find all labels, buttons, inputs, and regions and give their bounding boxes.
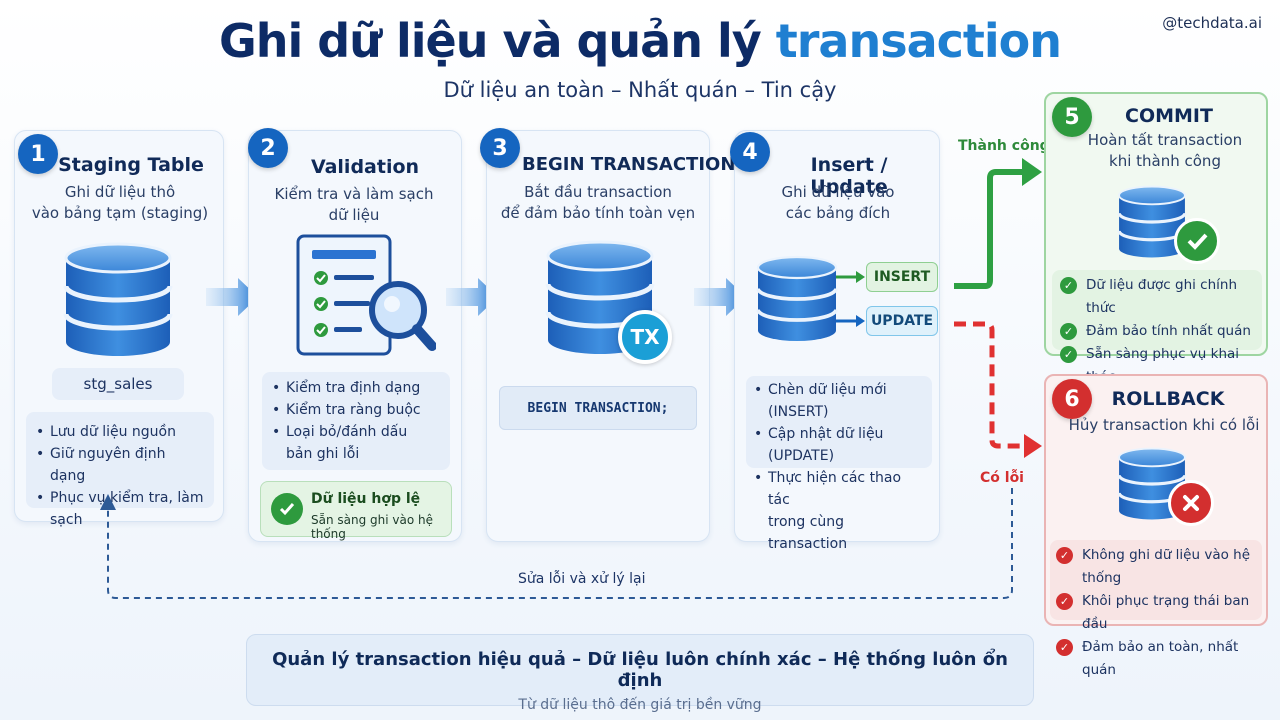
error-label: Có lỗi [980, 470, 1024, 486]
code-block: BEGIN TRANSACTION; [499, 386, 697, 430]
step-title: Insert / Update [810, 154, 888, 198]
page-subtitle: Dữ liệu an toàn – Nhất quán – Tin cậy [443, 78, 837, 102]
step-number-badge: 2 [248, 128, 288, 168]
table-name-label: stg_sales [52, 368, 184, 400]
step-title: BEGIN TRANSACTION [522, 154, 736, 175]
footer-banner: Quản lý transaction hiệu quả – Dữ liệu l… [246, 634, 1034, 713]
step-number-badge: 1 [18, 134, 58, 174]
update-tag: UPDATE [866, 306, 938, 336]
valid-desc: Sẵn sàng ghi vào hệ thống [311, 513, 434, 541]
list-item: Phục vụ kiểm tra, làm sạch [36, 487, 204, 531]
check-icon: ✓ [1056, 639, 1073, 656]
step-number-badge: 3 [480, 128, 520, 168]
flow-arrow [206, 278, 258, 316]
step-bullets-panel: Chèn dữ liệu mới (INSERT) Cập nhật dữ li… [746, 376, 932, 552]
error-x-icon [1168, 480, 1214, 526]
step-title: Staging Table [58, 154, 204, 176]
step-bullets-panel: Lưu dữ liệu nguồn Giữ nguyên định dạng P… [26, 412, 214, 528]
step-title: Validation [310, 156, 420, 178]
list-item: Cập nhật dữ liệu (UPDATE) [754, 423, 924, 467]
step-desc: Bắt đầu transaction để đảm bảo tính toàn… [500, 183, 696, 222]
step-number-badge: 6 [1052, 379, 1092, 419]
step-desc: Ghi dữ liệu vào các bảng đích [781, 183, 895, 222]
brand-handle: @techdata.ai [1162, 14, 1262, 32]
checklist-magnifier-icon [296, 234, 436, 356]
list-item: ✓Không ghi dữ liệu vào hệ thống [1056, 544, 1256, 590]
success-check-icon [1174, 218, 1220, 264]
check-icon: ✓ [1056, 593, 1073, 610]
step-desc: Ghi dữ liệu thô vào bảng tạm (staging) [31, 183, 209, 222]
insert-tag: INSERT [866, 262, 938, 292]
list-item-continued: trong cùng transaction [768, 514, 848, 552]
step-bullets-panel: Kiểm tra định dạng Kiểm tra ràng buộc Lo… [262, 372, 450, 470]
success-label: Thành công [958, 138, 1050, 154]
step-desc: Hủy transaction khi có lỗi [1068, 416, 1260, 434]
commit-checks-panel: ✓Dữ liệu được ghi chính thức ✓Đảm bảo tí… [1052, 270, 1262, 385]
list-item: Chèn dữ liệu mới (INSERT) [754, 379, 924, 423]
retry-loop-arrow [100, 488, 1013, 599]
list-item: Loại bỏ/đánh dấu [272, 421, 440, 443]
check-icon: ✓ [1060, 277, 1077, 294]
list-item: Kiểm tra định dạng [272, 377, 440, 399]
rollback-checks-panel: ✓Không ghi dữ liệu vào hệ thống ✓Khôi ph… [1050, 540, 1262, 678]
step-desc: Hoàn tất transaction khi thành công [1087, 131, 1243, 170]
step-number-badge: 5 [1052, 97, 1092, 137]
step-number-badge: 4 [730, 132, 770, 172]
update-arrow [836, 315, 865, 327]
retry-label: Sửa lỗi và xử lý lại [514, 571, 650, 587]
footer-headline: Quản lý transaction hiệu quả – Dữ liệu l… [272, 649, 1008, 691]
footer-tagline: Từ dữ liệu thô đến giá trị bền vững [518, 697, 762, 713]
check-icon: ✓ [1056, 547, 1073, 564]
database-icon [752, 246, 842, 352]
step-desc: Kiểm tra và làm sạch dữ liệu [274, 185, 434, 224]
flow-arrow [694, 278, 746, 316]
step-title: ROLLBACK [1111, 388, 1225, 410]
insert-arrow [836, 271, 865, 283]
list-item-continued: bản ghi lỗi [286, 446, 360, 462]
step-title: COMMIT [1125, 105, 1213, 127]
list-item: Lưu dữ liệu nguồn [36, 421, 204, 443]
list-item: Kiểm tra ràng buộc [272, 399, 440, 421]
error-path-arrow [954, 321, 1042, 458]
list-item: ✓Dữ liệu được ghi chính thức [1060, 274, 1254, 320]
list-item: Thực hiện các thao tác [754, 467, 924, 511]
page-title: Ghi dữ liệu và quản lý transaction [218, 14, 1062, 68]
flow-arrow [446, 278, 498, 316]
valid-data-box: Dữ liệu hợp lệ Sẵn sàng ghi vào hệ thống [260, 481, 452, 541]
success-path-arrow [954, 158, 1042, 289]
tx-badge: TX [618, 310, 672, 364]
list-item: ✓Đảm bảo tính nhất quán [1060, 320, 1254, 343]
list-item: Giữ nguyên định dạng [36, 443, 204, 487]
check-icon: ✓ [1060, 323, 1077, 340]
list-item: ✓Khôi phục trạng thái ban đầu [1056, 590, 1256, 636]
valid-title: Dữ liệu hợp lệ [311, 491, 421, 507]
check-circle-icon [271, 493, 303, 525]
title-accent: transaction [775, 14, 1062, 68]
check-icon: ✓ [1060, 346, 1077, 363]
list-item: ✓Đảm bảo an toàn, nhất quán [1056, 636, 1256, 682]
database-icon [58, 240, 178, 360]
